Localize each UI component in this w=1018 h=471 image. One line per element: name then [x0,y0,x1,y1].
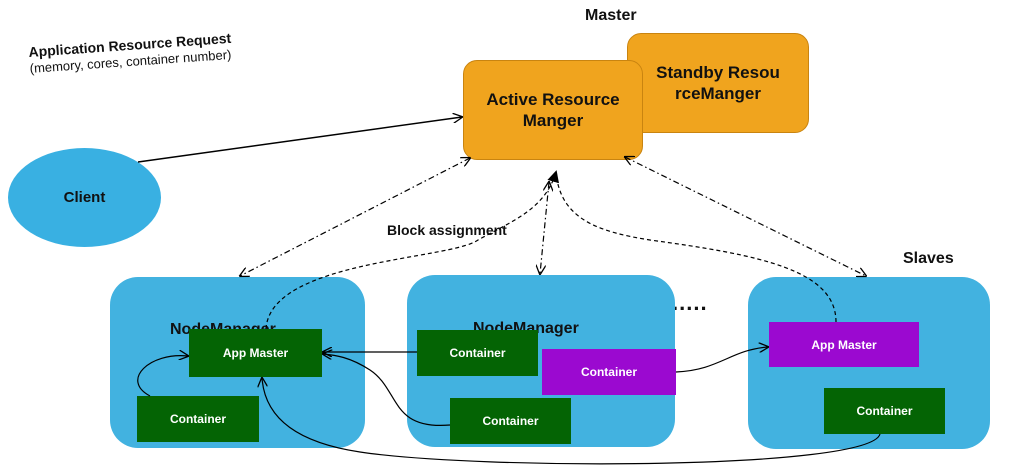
ellipsis-more-nodes: ..... [672,290,708,315]
slaves-label: Slaves [903,250,954,267]
client-request-arrow [137,117,462,163]
container-node3: Container [824,388,945,434]
app-master-3-label: App Master [811,337,877,352]
rm-node3-heartbeat-arrow [625,157,866,276]
container-node2-b-label: Container [580,365,637,379]
client-label: Client [63,189,106,206]
app-master-3-to-rm-curve [555,171,837,323]
rm-node2-heartbeat-arrow [540,182,549,274]
container-node1: Container [137,396,259,442]
node1-container-to-app-master-arrow [137,356,188,397]
standby-resource-manager: Standby ResourceManger [627,33,809,133]
active-rm-label: Active ResourceManger [486,90,620,130]
container-node2-a-label: Container [449,346,506,360]
node2-container-b-to-app-master-3-arrow [675,347,768,373]
rm-node1-heartbeat-arrow [240,158,470,276]
client-node: Client [8,148,161,247]
app-master-1: App Master [189,329,322,377]
container-node3-label: Container [856,404,913,418]
node2-container-c-to-app-master-arrow [323,354,451,426]
node3-container-to-app-master-1-arrow [262,378,881,465]
container-node1-label: Container [169,412,226,426]
container-node2-c-label: Container [482,414,539,428]
app-master-1-label: App Master [222,346,289,360]
container-node2-b: Container [542,349,676,395]
master-label: Master [585,7,637,24]
app-master-1-to-rm-curve [265,170,559,330]
container-node2-c: Container [450,398,571,444]
container-node2-a: Container [417,330,538,376]
active-resource-manager: Active ResourceManger [463,60,643,160]
app-master-3: App Master [769,322,919,367]
standby-rm-label: Standby ResourceManger [656,63,780,103]
